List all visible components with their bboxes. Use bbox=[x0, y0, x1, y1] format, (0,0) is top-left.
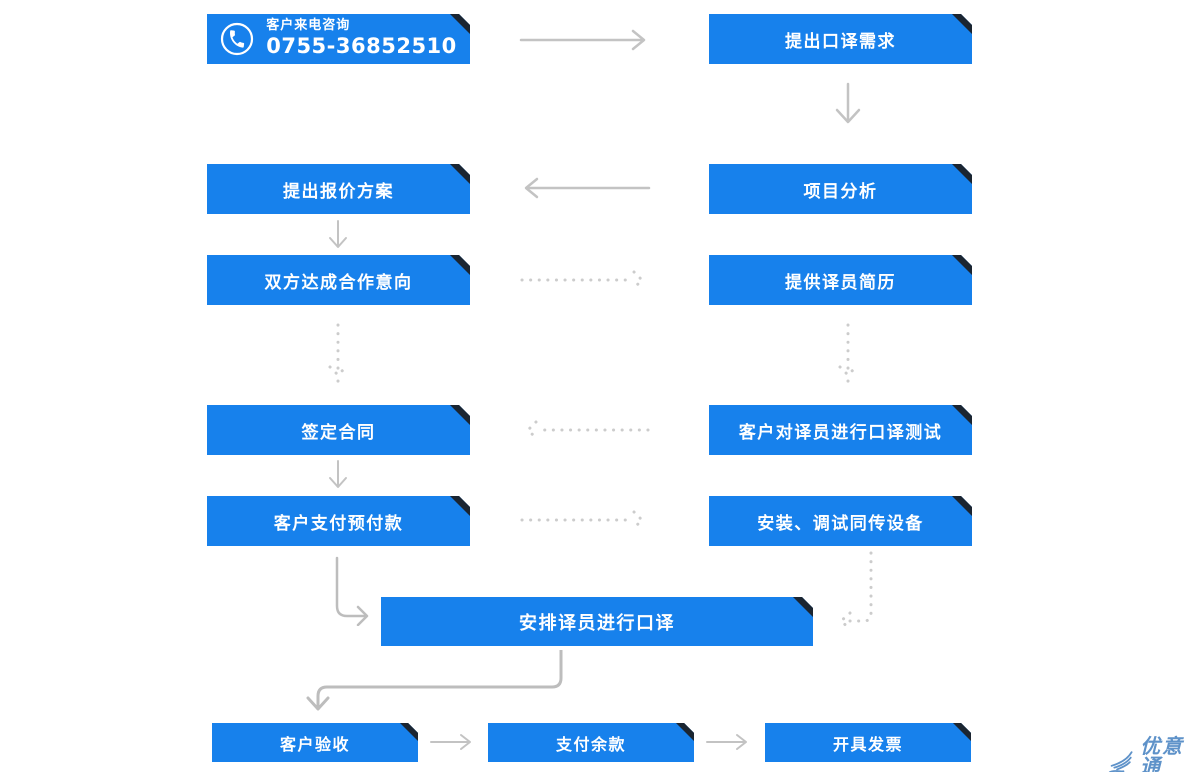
folded-corner bbox=[450, 405, 470, 425]
flow-node-test: 客户对译员进行口译测试 bbox=[709, 405, 972, 455]
arrow-contact-to-request bbox=[519, 29, 646, 51]
folded-corner bbox=[450, 255, 470, 275]
folded-corner bbox=[450, 496, 470, 516]
contact-text: 客户来电咨询 0755-36852510 bbox=[266, 18, 457, 59]
node-label: 提供译员简历 bbox=[785, 272, 896, 293]
node-label: 双方达成合作意向 bbox=[264, 272, 413, 293]
node-label: 安装、调试同传设备 bbox=[757, 513, 924, 534]
node-label: 签定合同 bbox=[301, 422, 376, 443]
flow-node-request: 提出口译需求 bbox=[709, 14, 972, 64]
flow-node-equipment: 安装、调试同传设备 bbox=[709, 496, 972, 546]
flow-node-invoice: 开具发票 bbox=[765, 723, 971, 762]
arrow-balance-to-invoice bbox=[706, 734, 747, 750]
flow-node-prepay: 客户支付预付款 bbox=[207, 496, 470, 546]
folded-corner bbox=[793, 597, 813, 617]
arrow-analysis-to-quote bbox=[524, 177, 651, 199]
arrow-request-to-analysis bbox=[835, 82, 861, 124]
dotted-arrow-intent-to-resume bbox=[520, 270, 645, 290]
node-label: 提出口译需求 bbox=[785, 31, 896, 52]
node-label: 安排译员进行口译 bbox=[519, 612, 675, 634]
dotted-arrow-equipment-to-arrange bbox=[838, 551, 873, 629]
folded-corner bbox=[952, 14, 972, 34]
flow-node-intent: 双方达成合作意向 bbox=[207, 255, 470, 305]
brand-logo-text: 优意通 bbox=[1140, 734, 1185, 772]
node-label: 客户支付预付款 bbox=[273, 513, 404, 534]
arrow-quote-to-intent bbox=[329, 220, 347, 248]
dotted-arrow-intent-down bbox=[328, 323, 348, 383]
dotted-arrow-resume-down bbox=[838, 323, 858, 383]
flow-node-quote: 提出报价方案 bbox=[207, 164, 470, 214]
folded-corner bbox=[952, 255, 972, 275]
brand-logo: 优意通 bbox=[1108, 736, 1200, 772]
folded-corner bbox=[952, 496, 972, 516]
folded-corner bbox=[952, 405, 972, 425]
folded-corner bbox=[450, 14, 470, 34]
flow-node-resume: 提供译员简历 bbox=[709, 255, 972, 305]
phone-icon bbox=[221, 22, 254, 56]
node-label: 项目分析 bbox=[803, 181, 878, 202]
folded-corner bbox=[676, 723, 694, 741]
flow-node-balance: 支付余款 bbox=[488, 723, 694, 762]
arrow-arrange-to-acceptance bbox=[306, 650, 563, 711]
flow-node-contact: 客户来电咨询 0755-36852510 bbox=[207, 14, 470, 64]
folded-corner bbox=[450, 164, 470, 184]
arrow-contract-to-prepay bbox=[329, 460, 347, 488]
dotted-arrow-test-to-contract bbox=[525, 420, 650, 440]
node-label: 客户对译员进行口译测试 bbox=[738, 422, 943, 443]
arrow-acceptance-to-balance bbox=[430, 734, 471, 750]
node-label: 客户验收 bbox=[279, 734, 350, 754]
contact-phone-number: 0755-36852510 bbox=[266, 34, 457, 59]
folded-corner bbox=[953, 723, 971, 741]
bird-wing-icon bbox=[1108, 751, 1133, 772]
node-label: 支付余款 bbox=[555, 734, 626, 754]
node-label: 开具发票 bbox=[832, 734, 903, 754]
folded-corner bbox=[400, 723, 418, 741]
arrow-prepay-to-arrange bbox=[335, 556, 369, 626]
dotted-arrow-prepay-to-equipment bbox=[520, 510, 645, 530]
flow-node-acceptance: 客户验收 bbox=[212, 723, 418, 762]
flow-node-analysis: 项目分析 bbox=[709, 164, 972, 214]
flow-node-arrange: 安排译员进行口译 bbox=[381, 597, 813, 646]
contact-caption: 客户来电咨询 bbox=[266, 18, 351, 34]
node-label: 提出报价方案 bbox=[283, 181, 394, 202]
folded-corner bbox=[952, 164, 972, 184]
flow-node-contract: 签定合同 bbox=[207, 405, 470, 455]
